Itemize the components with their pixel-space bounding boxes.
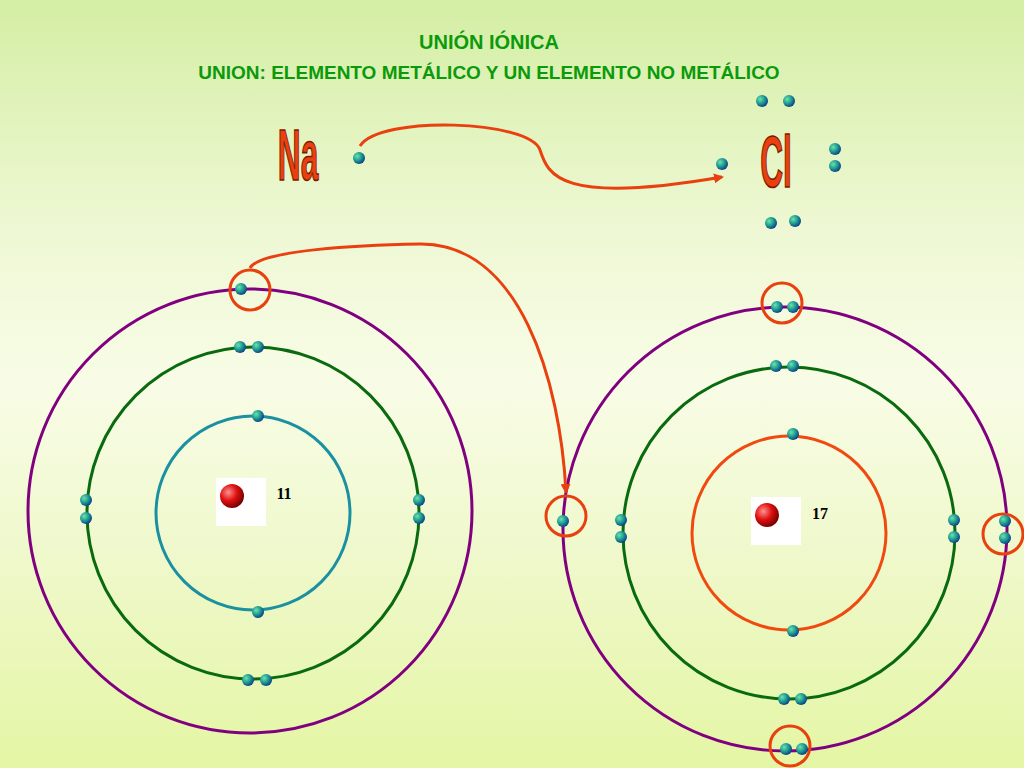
- electron: [353, 152, 365, 164]
- electron: [80, 512, 92, 524]
- nucleus-backdrop: [216, 478, 266, 526]
- electron: [716, 158, 728, 170]
- transfer-arrow: [250, 244, 566, 492]
- electron: [787, 625, 799, 637]
- atomic-number: 17: [812, 505, 828, 523]
- electron: [787, 301, 799, 313]
- electron: [260, 674, 272, 686]
- electron: [80, 494, 92, 506]
- electron: [615, 531, 627, 543]
- element-symbol: Na: [278, 114, 319, 197]
- electron: [948, 514, 960, 526]
- chlorine-atom: [563, 307, 1007, 751]
- highlight-circles: [230, 270, 1023, 766]
- electrons: [80, 95, 1011, 755]
- electron: [235, 283, 247, 295]
- electron: [252, 410, 264, 422]
- electron: [771, 301, 783, 313]
- electron: [765, 217, 777, 229]
- electron: [999, 532, 1011, 544]
- electron: [789, 215, 801, 227]
- electron: [252, 606, 264, 618]
- electron: [780, 743, 792, 755]
- nucleus-backdrop: [751, 497, 801, 545]
- electron: [778, 693, 790, 705]
- electron: [234, 341, 246, 353]
- electron: [829, 143, 841, 155]
- electron: [787, 428, 799, 440]
- nucleus: [220, 484, 244, 508]
- transfer-arrow: [360, 125, 722, 188]
- electron: [948, 531, 960, 543]
- element-symbol: Cl: [760, 121, 792, 204]
- electron: [557, 515, 569, 527]
- subtitle: UNION: ELEMENTO METÁLICO Y UN ELEMENTO N…: [198, 62, 779, 84]
- electron: [829, 160, 841, 172]
- electron: [795, 693, 807, 705]
- atomic-number: 11: [276, 485, 291, 503]
- electron: [787, 360, 799, 372]
- electron: [413, 512, 425, 524]
- electron: [783, 95, 795, 107]
- electron: [796, 743, 808, 755]
- electron: [615, 514, 627, 526]
- diagram-title: UNIÓN IÓNICA: [419, 31, 559, 54]
- electron: [999, 515, 1011, 527]
- electron: [252, 341, 264, 353]
- electron: [413, 494, 425, 506]
- electron: [756, 95, 768, 107]
- electron: [770, 360, 782, 372]
- sodium-atom: [28, 289, 472, 733]
- nucleus: [755, 503, 779, 527]
- electron: [242, 674, 254, 686]
